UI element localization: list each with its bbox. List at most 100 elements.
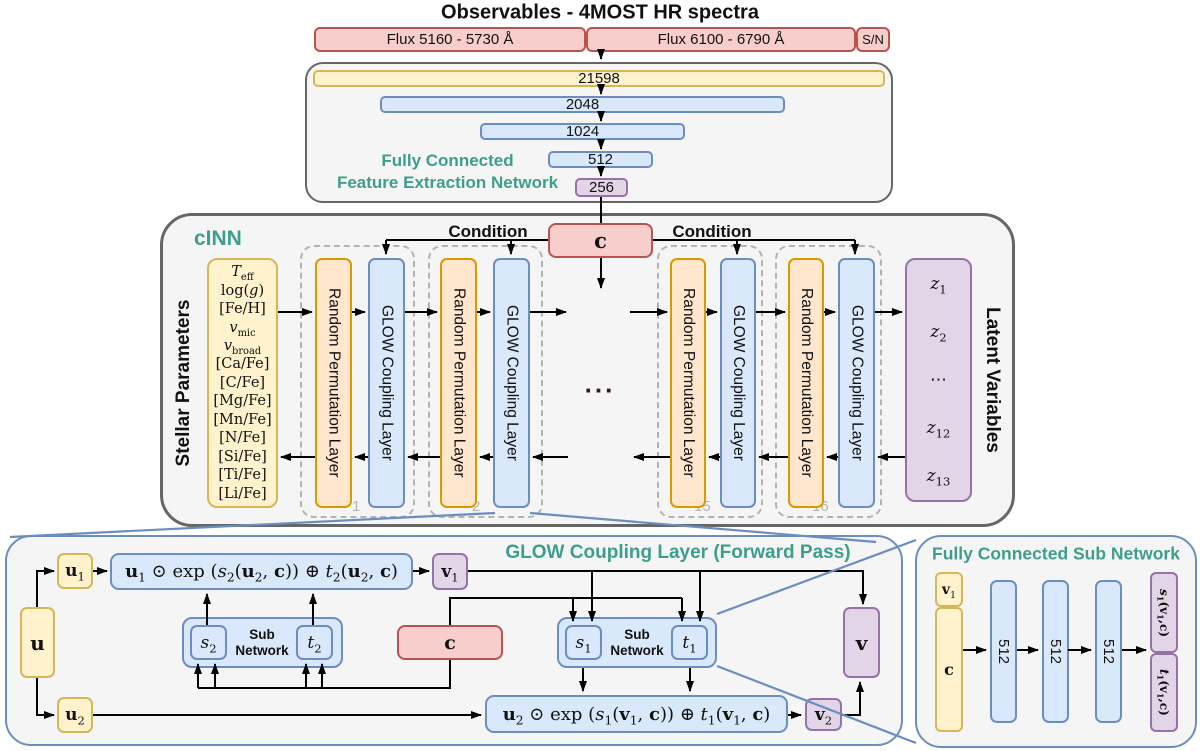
t1-box: t1 [671, 625, 708, 660]
affine-formula-bottom-box: u2 ⊙ exp (s1(v1, c)) ⊕ t1(v1, c) [485, 695, 788, 733]
t2-label: t2 [307, 632, 322, 655]
flux-band-2-label: Flux 6100 - 6790 Å [657, 31, 785, 48]
fc-layer-2048: 2048 [380, 96, 785, 113]
stellar-param: [Ca/Fe] [215, 356, 270, 373]
latent-var: ⋯ [930, 370, 947, 390]
fc-layer-1024: 1024 [480, 123, 685, 140]
sub-network-2-label: Sub Network [235, 627, 289, 658]
stellar-param: [Mg/Fe] [213, 393, 272, 410]
stellar-parameters-box: Teff log(g) [Fe/H] vmic vbroad [Ca/Fe] [… [207, 258, 278, 508]
glow-coupling-layer-1: GLOW Coupling Layer [368, 258, 405, 508]
t2-box: t2 [296, 625, 333, 660]
condition-c-label: c [594, 228, 607, 253]
subnet-input-v1-box: v1 [935, 572, 963, 607]
stellar-param: log(g) [220, 282, 265, 299]
glow-coupling-layer-15-label: GLOW Coupling Layer [730, 305, 747, 461]
fc-layer-256-label: 256 [588, 179, 615, 196]
fc-layer-21598: 21598 [313, 70, 885, 87]
stellar-param: [Fe/H] [219, 301, 266, 318]
glow-coupling-layer-2-label: GLOW Coupling Layer [503, 305, 521, 461]
flux-band-1-box: Flux 5160 - 5730 Å [314, 27, 586, 52]
latent-var: z2 [930, 322, 947, 345]
t1-label: t1 [682, 632, 697, 655]
random-permutation-layer-16: Random Permutation Layer [788, 258, 824, 508]
stellar-param: vmic [229, 319, 256, 339]
block-number-1: 1 [352, 498, 361, 515]
latent-var: z1 [930, 274, 947, 297]
affine-formula-bottom: u2 ⊙ exp (s1(v1, c)) ⊕ t1(v1, c) [502, 703, 771, 728]
random-permutation-layer-16-label: Random Permutation Layer [798, 288, 815, 478]
u-label: u [30, 630, 45, 655]
latent-var: z13 [926, 466, 951, 489]
u2-box: u2 [57, 697, 93, 733]
subnet-output-s-box: s1(v1,c) [1150, 572, 1178, 653]
feature-network-caption: Fully Connected Feature Extraction Netwo… [330, 150, 565, 194]
condition-label-left: Condition [448, 222, 528, 241]
block-number-2: 2 [472, 498, 481, 515]
subnet-output-t-label: t1(v1,c) [1155, 669, 1171, 716]
v-label: v [855, 630, 868, 655]
subnet-hidden-layer-2-label: 512 [1047, 638, 1064, 665]
stellar-param: Teff [231, 264, 254, 284]
flux-band-2-box: Flux 6100 - 6790 Å [586, 27, 856, 52]
v1-box: v1 [432, 553, 468, 590]
flux-band-1-label: Flux 5160 - 5730 Å [386, 31, 514, 48]
fc-layer-2048-label: 2048 [565, 96, 600, 113]
stellar-param: [C/Fe] [219, 374, 266, 391]
c-detail-box: c [397, 625, 503, 660]
condition-label-right: Condition [672, 222, 752, 241]
subnet-input-v1-label: v1 [941, 581, 957, 601]
glow-coupling-layer-2: GLOW Coupling Layer [493, 258, 530, 508]
latent-var: z12 [926, 418, 951, 441]
snr-box: S/N [856, 27, 890, 52]
random-permutation-layer-1: Random Permutation Layer [315, 258, 352, 508]
v1-label: v1 [441, 561, 459, 584]
glow-detail-title: GLOW Coupling Layer (Forward Pass) [505, 542, 851, 563]
subnet-hidden-layer-2: 512 [1042, 580, 1069, 723]
latent-variables-axis-label: Latent Variables [982, 307, 1003, 453]
v2-label: v2 [814, 704, 833, 727]
s2-label: s2 [200, 632, 217, 655]
fc-layer-21598-label: 21598 [578, 70, 620, 87]
figure-title: Observables - 4MOST HR spectra [441, 1, 759, 24]
affine-formula-top: u1 ⊙ exp (s2(u2, c)) ⊕ t2(u2, c) [125, 561, 398, 585]
subnet-input-c-label: c [944, 660, 954, 679]
v2-box: v2 [805, 698, 842, 731]
glow-coupling-layer-1-label: GLOW Coupling Layer [378, 305, 396, 461]
fc-layer-256: 256 [575, 178, 628, 197]
subnet-hidden-layer-3-label: 512 [1100, 638, 1117, 665]
u2-label: u2 [65, 705, 85, 728]
s1-label: s1 [575, 632, 592, 655]
random-permutation-layer-1-label: Random Permutation Layer [325, 288, 343, 478]
cinn-ellipsis: ... [584, 368, 616, 399]
subnet-hidden-layer-1: 512 [990, 580, 1017, 723]
s1-box: s1 [565, 625, 602, 660]
condition-c-box: c [548, 223, 653, 258]
subnet-input-c-box: c [935, 607, 963, 732]
sub-network-1-label: Sub Network [610, 627, 664, 658]
fc-layer-512-label: 512 [587, 151, 614, 168]
stellar-param: [Ti/Fe] [218, 467, 267, 484]
s2-box: s2 [190, 625, 227, 660]
stellar-param: [Li/Fe] [218, 485, 267, 502]
stellar-param: [Mn/Fe] [213, 411, 272, 428]
sub-network-detail-title: Fully Connected Sub Network [932, 543, 1180, 564]
stellar-param: vbroad [223, 338, 262, 357]
random-permutation-layer-2-label: Random Permutation Layer [450, 288, 468, 478]
latent-variables-box: z1 z2 ⋯ z12 z13 [905, 258, 972, 502]
feature-network-caption-line2: Feature Extraction Network [336, 173, 559, 192]
subnet-hidden-layer-3: 512 [1095, 580, 1122, 723]
subnet-output-s-label: s1(v1,c) [1155, 588, 1171, 637]
glow-coupling-layer-15: GLOW Coupling Layer [720, 258, 756, 508]
stellar-parameters-axis-label: Stellar Parameters [173, 299, 194, 467]
random-permutation-layer-15: Random Permutation Layer [670, 258, 706, 508]
v-box: v [843, 607, 880, 678]
fc-layer-1024-label: 1024 [565, 123, 600, 140]
stellar-param: [N/Fe] [219, 430, 266, 447]
affine-formula-top-box: u1 ⊙ exp (s2(u2, c)) ⊕ t2(u2, c) [110, 553, 413, 590]
snr-label: S/N [862, 32, 884, 47]
u1-label: u1 [65, 561, 85, 584]
subnet-hidden-layer-1-label: 512 [995, 638, 1012, 665]
glow-coupling-layer-16-label: GLOW Coupling Layer [848, 305, 866, 461]
